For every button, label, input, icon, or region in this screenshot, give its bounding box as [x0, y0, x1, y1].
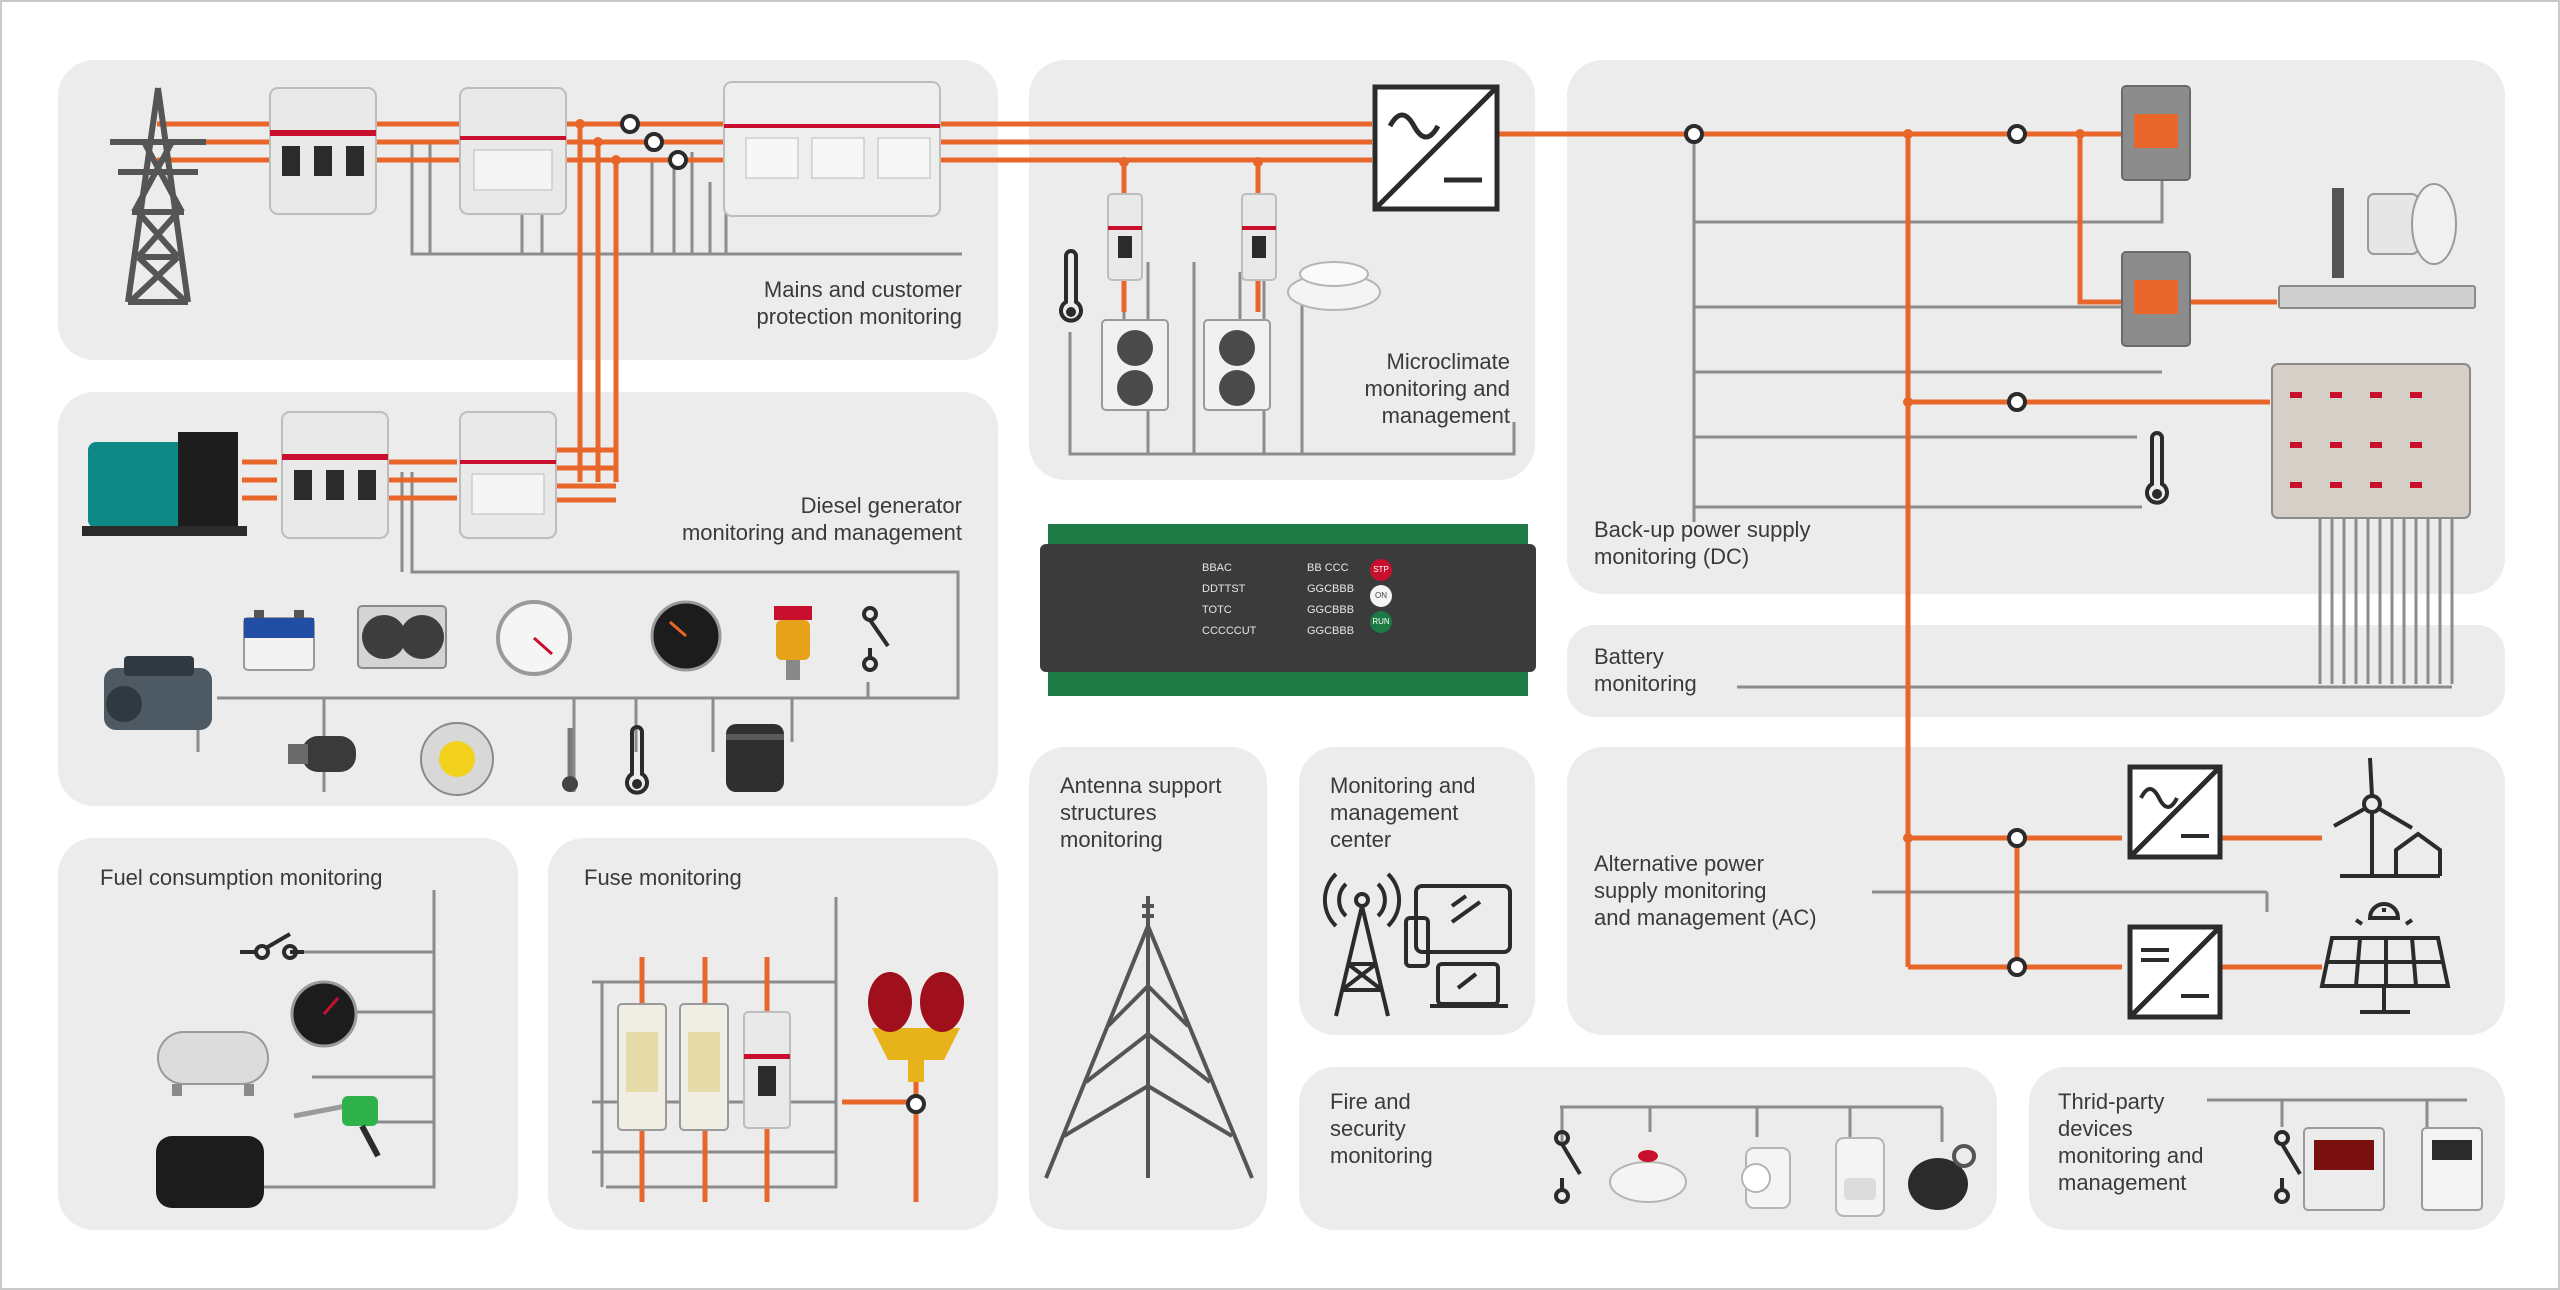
thermometer-icon	[625, 725, 649, 795]
car-battery-icon	[243, 610, 315, 671]
motion-sensor-icon	[1741, 1147, 1791, 1209]
label-mains: Mains and customer protection monitoring	[756, 277, 962, 329]
inverter-icon	[2127, 764, 2223, 860]
thermometer-icon	[2145, 431, 2169, 505]
label-antenna: Antenna support structures monitoring	[1060, 773, 1222, 852]
antenna-tower-icon	[1044, 896, 1254, 1179]
circuit-breaker-icon	[1241, 193, 1277, 281]
obstruction-light-icon	[868, 972, 964, 1082]
digital-meter-icon	[2303, 1127, 2385, 1211]
solar-panel-icon	[2319, 902, 2451, 1014]
starter-motor-icon	[288, 736, 356, 772]
circuit-breaker-icon	[281, 411, 389, 539]
gauge-icon	[290, 980, 358, 1048]
rack-unit-icon	[2278, 285, 2476, 309]
switch-icon	[862, 606, 890, 672]
circuit-breaker-icon	[269, 87, 377, 215]
controller-label: GGCBBB	[1307, 583, 1355, 595]
label-fire: Fire and security monitoring	[1330, 1089, 1433, 1168]
fuse-holder-icon	[679, 1003, 729, 1131]
diesel-generator-icon	[82, 432, 247, 536]
fuel-tank-icon	[157, 1031, 269, 1096]
label-fuse: Fuse monitoring	[584, 865, 742, 890]
controller-label: CCCCCUT	[1202, 625, 1257, 637]
gauge-icon	[650, 600, 722, 672]
circuit-breaker-icon	[743, 1011, 791, 1129]
thermometer-icon	[562, 728, 578, 792]
motion-sensor-icon	[1835, 1137, 1885, 1217]
status-led-stp: STP	[1370, 559, 1392, 581]
controller-label: BB CCC	[1307, 562, 1349, 574]
contactor-icon	[459, 411, 557, 539]
energy-meter-icon	[723, 81, 941, 217]
controller-left-labels: BBAC DDTTST TOTC CCCCCUT	[1202, 558, 1256, 642]
label-alternative: Alternative power supply monitoring and …	[1594, 851, 1817, 930]
controller-unit	[1040, 524, 1536, 696]
engine-icon	[104, 656, 212, 730]
controller-label: GGCBBB	[1307, 604, 1355, 616]
wind-turbine-icon	[2333, 757, 2442, 878]
radio-tower-icon	[1322, 872, 1402, 1017]
contactor-icon	[459, 87, 567, 215]
energy-meter-icon	[2421, 1127, 2483, 1211]
air-conditioner-icon	[1101, 319, 1169, 411]
controller-label: GGCBBB	[1307, 625, 1355, 637]
air-conditioner-icon	[1203, 319, 1271, 411]
controller-label: DDTTST	[1202, 583, 1246, 595]
circuit-breaker-icon	[1107, 193, 1143, 281]
rfid-key-icon	[1908, 1144, 1976, 1210]
smoke-detector-icon	[1287, 261, 1381, 311]
controller-right-labels: BB CCC GGCBBB GGCBBB GGCBBB	[1307, 558, 1354, 642]
switch-icon	[2274, 1130, 2302, 1204]
contactor-icon	[2121, 85, 2191, 181]
label-thirdparty: Thrid-party devices monitoring and manag…	[2058, 1089, 2204, 1195]
transmission-tower-icon	[110, 87, 206, 305]
label-backup: Back-up power supply monitoring (DC)	[1594, 517, 1811, 569]
switch-icon	[240, 932, 304, 960]
controller-label: TOTC	[1202, 604, 1232, 616]
battery-bank-icon	[2271, 363, 2471, 519]
fuel-filter-icon	[774, 606, 812, 680]
smoke-detector-icon	[1609, 1150, 1687, 1203]
status-led-on: ON	[1370, 585, 1392, 607]
inverter-icon	[2127, 924, 2223, 1020]
fuse-holder-icon	[617, 1003, 667, 1131]
microwave-antenna-icon	[2332, 183, 2457, 278]
contactor-icon	[2121, 251, 2191, 347]
radiator-icon	[357, 605, 447, 669]
oil-filter-icon	[726, 724, 784, 792]
switch-icon	[1554, 1130, 1582, 1204]
alternator-icon	[420, 722, 494, 796]
status-led-run: RUN	[1370, 611, 1392, 633]
label-center: Monitoring and management center	[1330, 773, 1476, 852]
gauge-icon	[496, 600, 572, 676]
fuel-nozzle-icon	[293, 1096, 381, 1158]
panel-battery	[1567, 625, 2505, 717]
rectifier-icon	[1372, 84, 1500, 212]
computer-icon	[1404, 884, 1512, 1008]
label-microclimate: Microclimate monitoring and management	[1364, 349, 1510, 428]
controller-label: BBAC	[1202, 562, 1232, 574]
thermometer-icon	[1059, 249, 1083, 323]
fuel-tank-icon	[156, 1136, 264, 1208]
label-battery: Battery monitoring	[1594, 644, 1697, 696]
label-fuel: Fuel consumption monitoring	[100, 865, 383, 890]
label-diesel: Diesel generator monitoring and manageme…	[681, 493, 962, 545]
